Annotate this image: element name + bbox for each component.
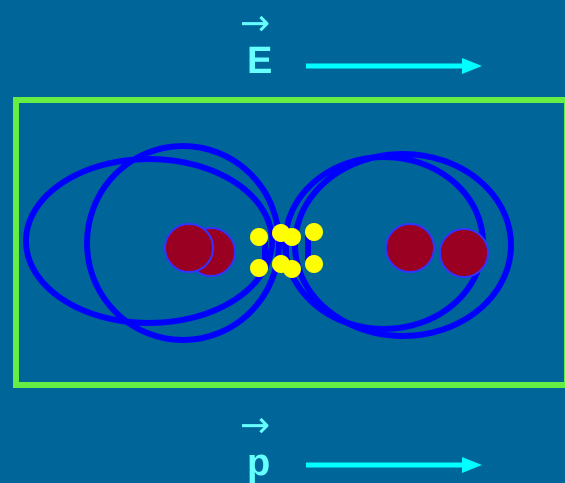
left-nucleus-orbits	[26, 146, 279, 340]
electron	[305, 255, 323, 273]
right-proton-1	[386, 224, 434, 272]
right-nucleus	[386, 224, 488, 277]
electron	[283, 228, 301, 246]
electron	[283, 260, 301, 278]
electron	[250, 259, 268, 277]
momentum-direction-arrow-icon	[306, 457, 482, 473]
electron	[305, 223, 323, 241]
right-proton-2	[440, 229, 488, 277]
field-direction-arrow-icon	[306, 58, 482, 74]
left-orbit-outer	[26, 159, 272, 323]
left-proton-front	[165, 224, 213, 272]
left-nucleus	[165, 224, 235, 276]
electron	[250, 228, 268, 246]
